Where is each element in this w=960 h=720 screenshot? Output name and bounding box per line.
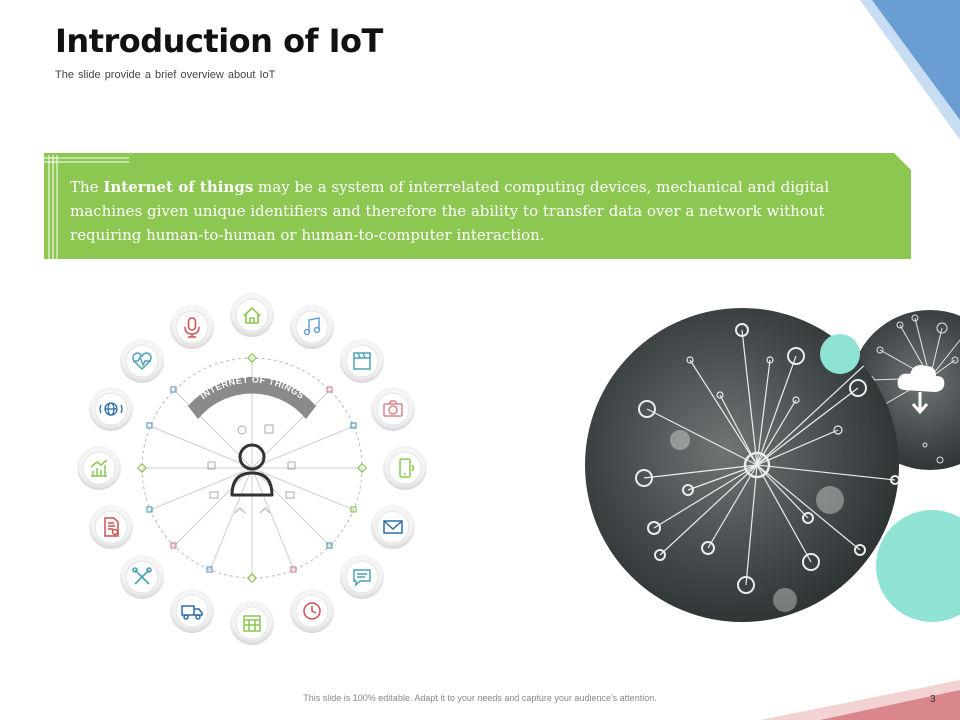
document-icon: [89, 505, 133, 549]
tools-icon: [120, 555, 164, 599]
clock-icon: [290, 589, 334, 633]
page-subtitle: The slide provide a brief overview about…: [55, 69, 276, 81]
camera-icon: [371, 387, 415, 431]
calendar-icon: [230, 601, 274, 645]
clapper-icon: [340, 339, 384, 383]
definition-banner: The Internet of things may be a system o…: [44, 153, 911, 259]
cloud-download-icon: [897, 365, 945, 415]
music-icon: [290, 305, 334, 349]
truck-icon: [170, 589, 214, 633]
page-number: 3: [930, 694, 936, 705]
highlighted-term: Internet of things: [103, 178, 254, 196]
chart-icon: [77, 446, 121, 490]
network-illustration: [585, 308, 960, 622]
globe-icon: [89, 387, 133, 431]
home-icon: [230, 293, 274, 337]
mail-icon: [371, 505, 415, 549]
corner-decoration-bottom: [760, 680, 960, 720]
iot-ring-diagram: INTERNET OF THINGS: [77, 293, 427, 645]
smartphone-icon: [383, 446, 427, 490]
definition-text: The Internet of things may be a system o…: [70, 178, 830, 244]
footer-note: This slide is 100% editable. Adapt it to…: [303, 693, 657, 703]
person-icon: [230, 443, 274, 497]
microphone-icon: [170, 305, 214, 349]
corner-decoration-top: [860, 0, 960, 140]
page-title: Introduction of IoT: [55, 22, 383, 60]
chat-icon: [340, 555, 384, 599]
heartbeat-icon: [120, 339, 164, 383]
